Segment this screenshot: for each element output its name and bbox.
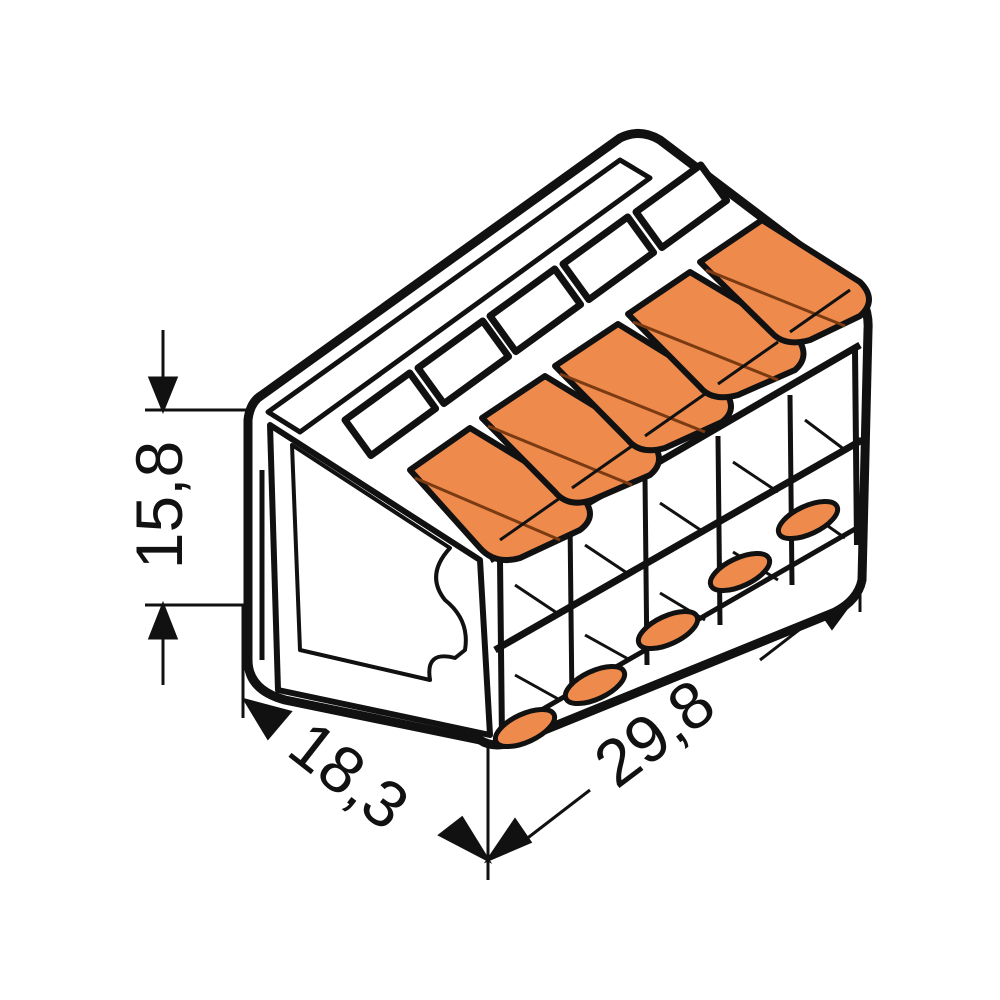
arrow-up-icon <box>147 600 179 640</box>
arrow-down-icon <box>147 376 179 414</box>
lever-5 <box>697 217 872 346</box>
dimension-height-label: 15,8 <box>122 440 197 570</box>
arrow-downleft-icon <box>483 817 533 864</box>
levers <box>341 161 872 563</box>
dimension-lines <box>145 330 865 880</box>
arrow-upleft-icon <box>241 697 293 741</box>
wire-entry-windows <box>341 161 731 460</box>
arrow-downright-icon <box>437 815 493 864</box>
lever-tips-bottom <box>492 498 841 750</box>
